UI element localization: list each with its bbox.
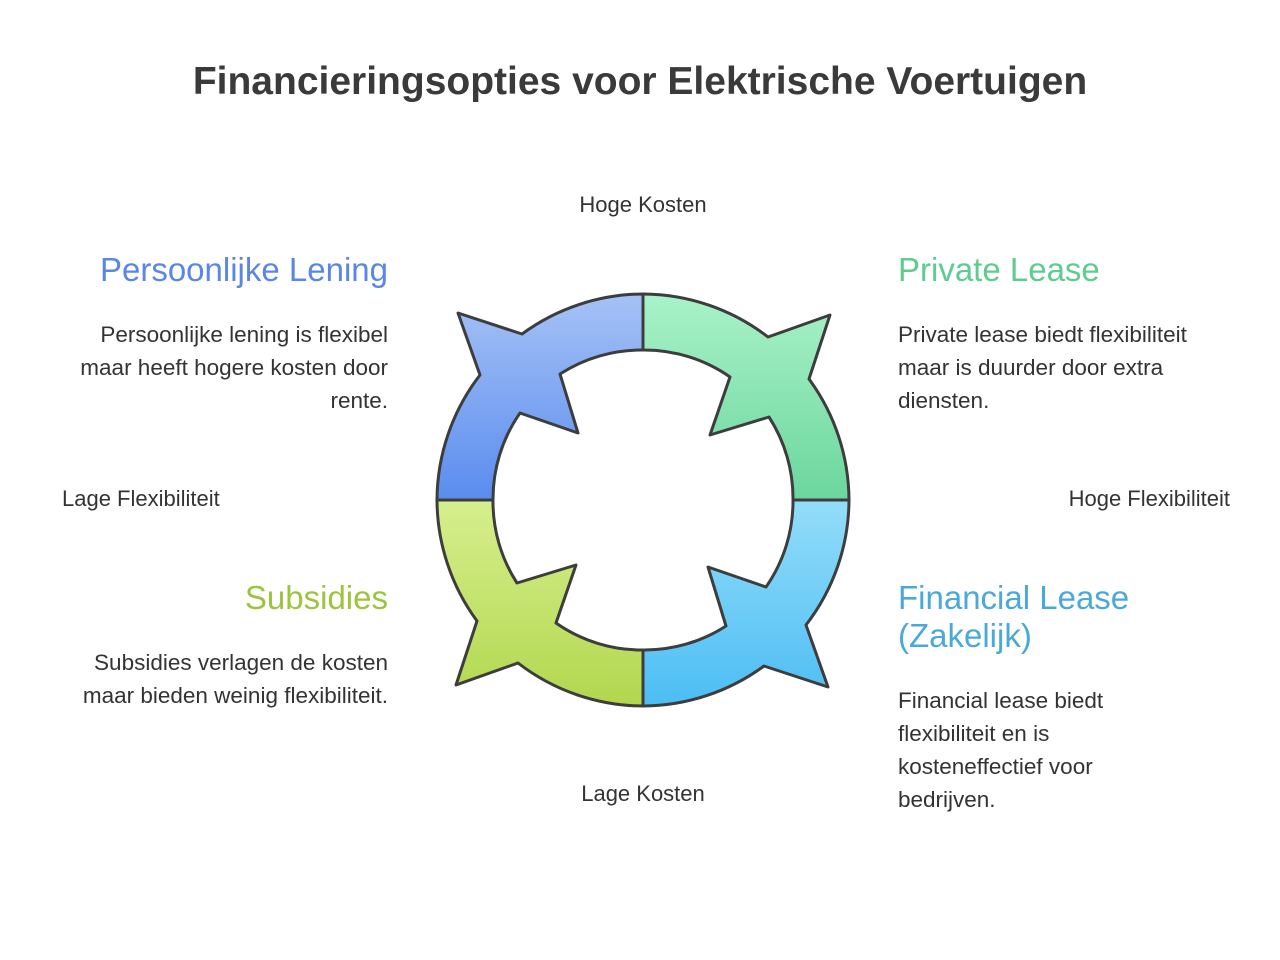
quadrant-desc-persoonlijke-lening: Persoonlijke lening is flexibel maar hee… [80,322,388,413]
segment-subsidies [435,498,645,708]
quadrant-title-persoonlijke-lening: Persoonlijke Lening [99,251,388,288]
segment-private-lease [641,292,851,502]
quadrant-desc-financial-lease: Financial lease biedt flexibiliteit en i… [898,688,1104,812]
segment-persoonlijke-lening [435,292,645,502]
quadrant-title-financial-lease: Financial Lease (Zakelijk) [898,579,1130,654]
quadrant-desc-private-lease: Private lease biedt flexibiliteit maar i… [898,322,1187,413]
quadrant-title-subsidies: Subsidies [244,579,388,616]
quadrant-title-private-lease: Private Lease [898,251,1100,288]
axis-right-label: Hoge Flexibiliteit [1068,486,1230,511]
axis-top-label: Hoge Kosten [579,192,707,217]
axis-left-label: Lage Flexibiliteit [62,486,220,511]
axis-bottom-label: Lage Kosten [581,781,705,806]
diagram-title: Financieringsopties voor Elektrische Voe… [192,60,1088,103]
segment-financial-lease [641,498,851,708]
quadrant-desc-subsidies: Subsidies verlagen de kosten maar bieden… [82,650,388,708]
